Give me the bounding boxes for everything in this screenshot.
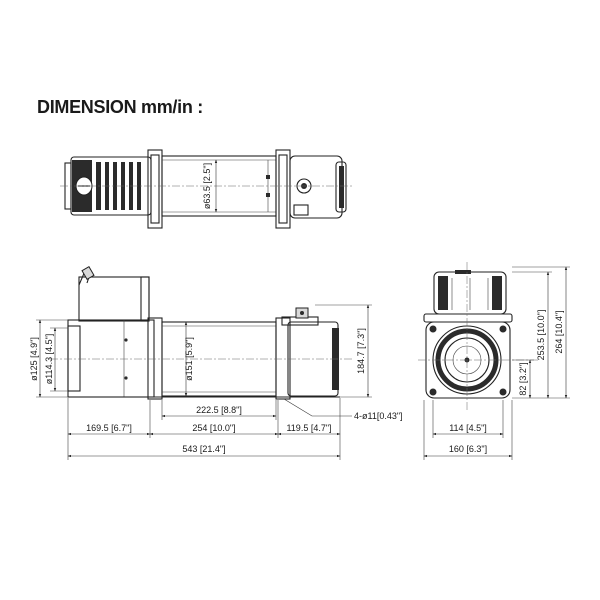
side-height-label: 184.7 [7.3"] xyxy=(356,328,366,374)
top-drum-dia-dim: ø63.5 [2.5"] xyxy=(202,159,218,213)
side-flange-dia-dim: ø114.3 [4.5"] xyxy=(44,327,57,392)
side-mount-dia-dim: ø125 [4.9"] xyxy=(29,319,42,398)
gearbox-length-dim: 119.5 [4.7"] xyxy=(277,423,341,436)
gearbox-length-label: 119.5 [4.7"] xyxy=(286,423,331,433)
overall-length-dim: 543 [21.4"] xyxy=(67,444,341,458)
end-bolt-width-label: 114 [4.5"] xyxy=(449,423,487,433)
end-center-height-dim: 82 [3.2"] xyxy=(518,359,532,399)
side-flange-dia-label: ø114.3 [4.5"] xyxy=(44,334,54,385)
end-height-mount-dim: 253.5 [10.0"] xyxy=(536,271,550,399)
drum-length-dim: 222.5 [8.8"] xyxy=(161,405,277,418)
drum-dia-label: ø151 [5.9"] xyxy=(184,337,194,381)
bolt-holes-label: 4-ø11[0.43"] xyxy=(354,411,403,421)
top-drum-dia-label: ø63.5 [2.5"] xyxy=(202,163,212,209)
bolt-spacing-label: 254 [10.0"] xyxy=(192,423,235,433)
side-height-dim: 184.7 [7.3"] xyxy=(356,304,370,398)
drum-length-label: 222.5 [8.8"] xyxy=(196,405,242,415)
page-title: DIMENSION mm/in : xyxy=(37,97,203,117)
side-drum-end-plate xyxy=(147,317,163,400)
end-height-mount-label: 253.5 [10.0"] xyxy=(536,310,546,361)
end-housing xyxy=(423,313,513,399)
side-view: ø125 [4.9"] ø114.3 [4.5"] ø151 [5.9"] 18… xyxy=(29,265,403,460)
end-solenoid-box xyxy=(433,270,507,315)
overall-length-label: 543 [21.4"] xyxy=(182,444,225,454)
side-solenoid-box xyxy=(78,265,150,322)
motor-length-dim: 169.5 [6.7"] xyxy=(67,423,151,436)
top-gear-end-plate xyxy=(275,149,291,229)
end-bolt-width-dim: 114 [4.5"] xyxy=(432,423,504,436)
drum-dia-dim: ø151 [5.9"] xyxy=(184,321,194,397)
end-view: 264 [10.4"] 253.5 [10.0"] 82 [3.2"] 114 … xyxy=(418,262,570,460)
end-overall-width-label: 160 [6.3"] xyxy=(449,444,487,454)
top-gearbox xyxy=(289,155,347,219)
top-drum-end-plate xyxy=(147,149,163,229)
side-gear-end-plate xyxy=(275,317,291,400)
bolt-spacing-dim: 254 [10.0"] xyxy=(149,423,279,436)
end-height-overall-dim: 264 [10.4"] xyxy=(554,266,568,399)
top-view: ø63.5 [2.5"] xyxy=(60,149,352,229)
side-motor xyxy=(67,319,155,398)
side-mount-dia-label: ø125 [4.9"] xyxy=(29,337,39,381)
end-center-height-label: 82 [3.2"] xyxy=(518,362,528,395)
end-overall-width-dim: 160 [6.3"] xyxy=(423,444,513,458)
motor-length-label: 169.5 [6.7"] xyxy=(86,423,132,433)
bolt-holes-note: 4-ø11[0.43"] xyxy=(283,398,403,421)
end-height-overall-label: 264 [10.4"] xyxy=(554,310,564,353)
